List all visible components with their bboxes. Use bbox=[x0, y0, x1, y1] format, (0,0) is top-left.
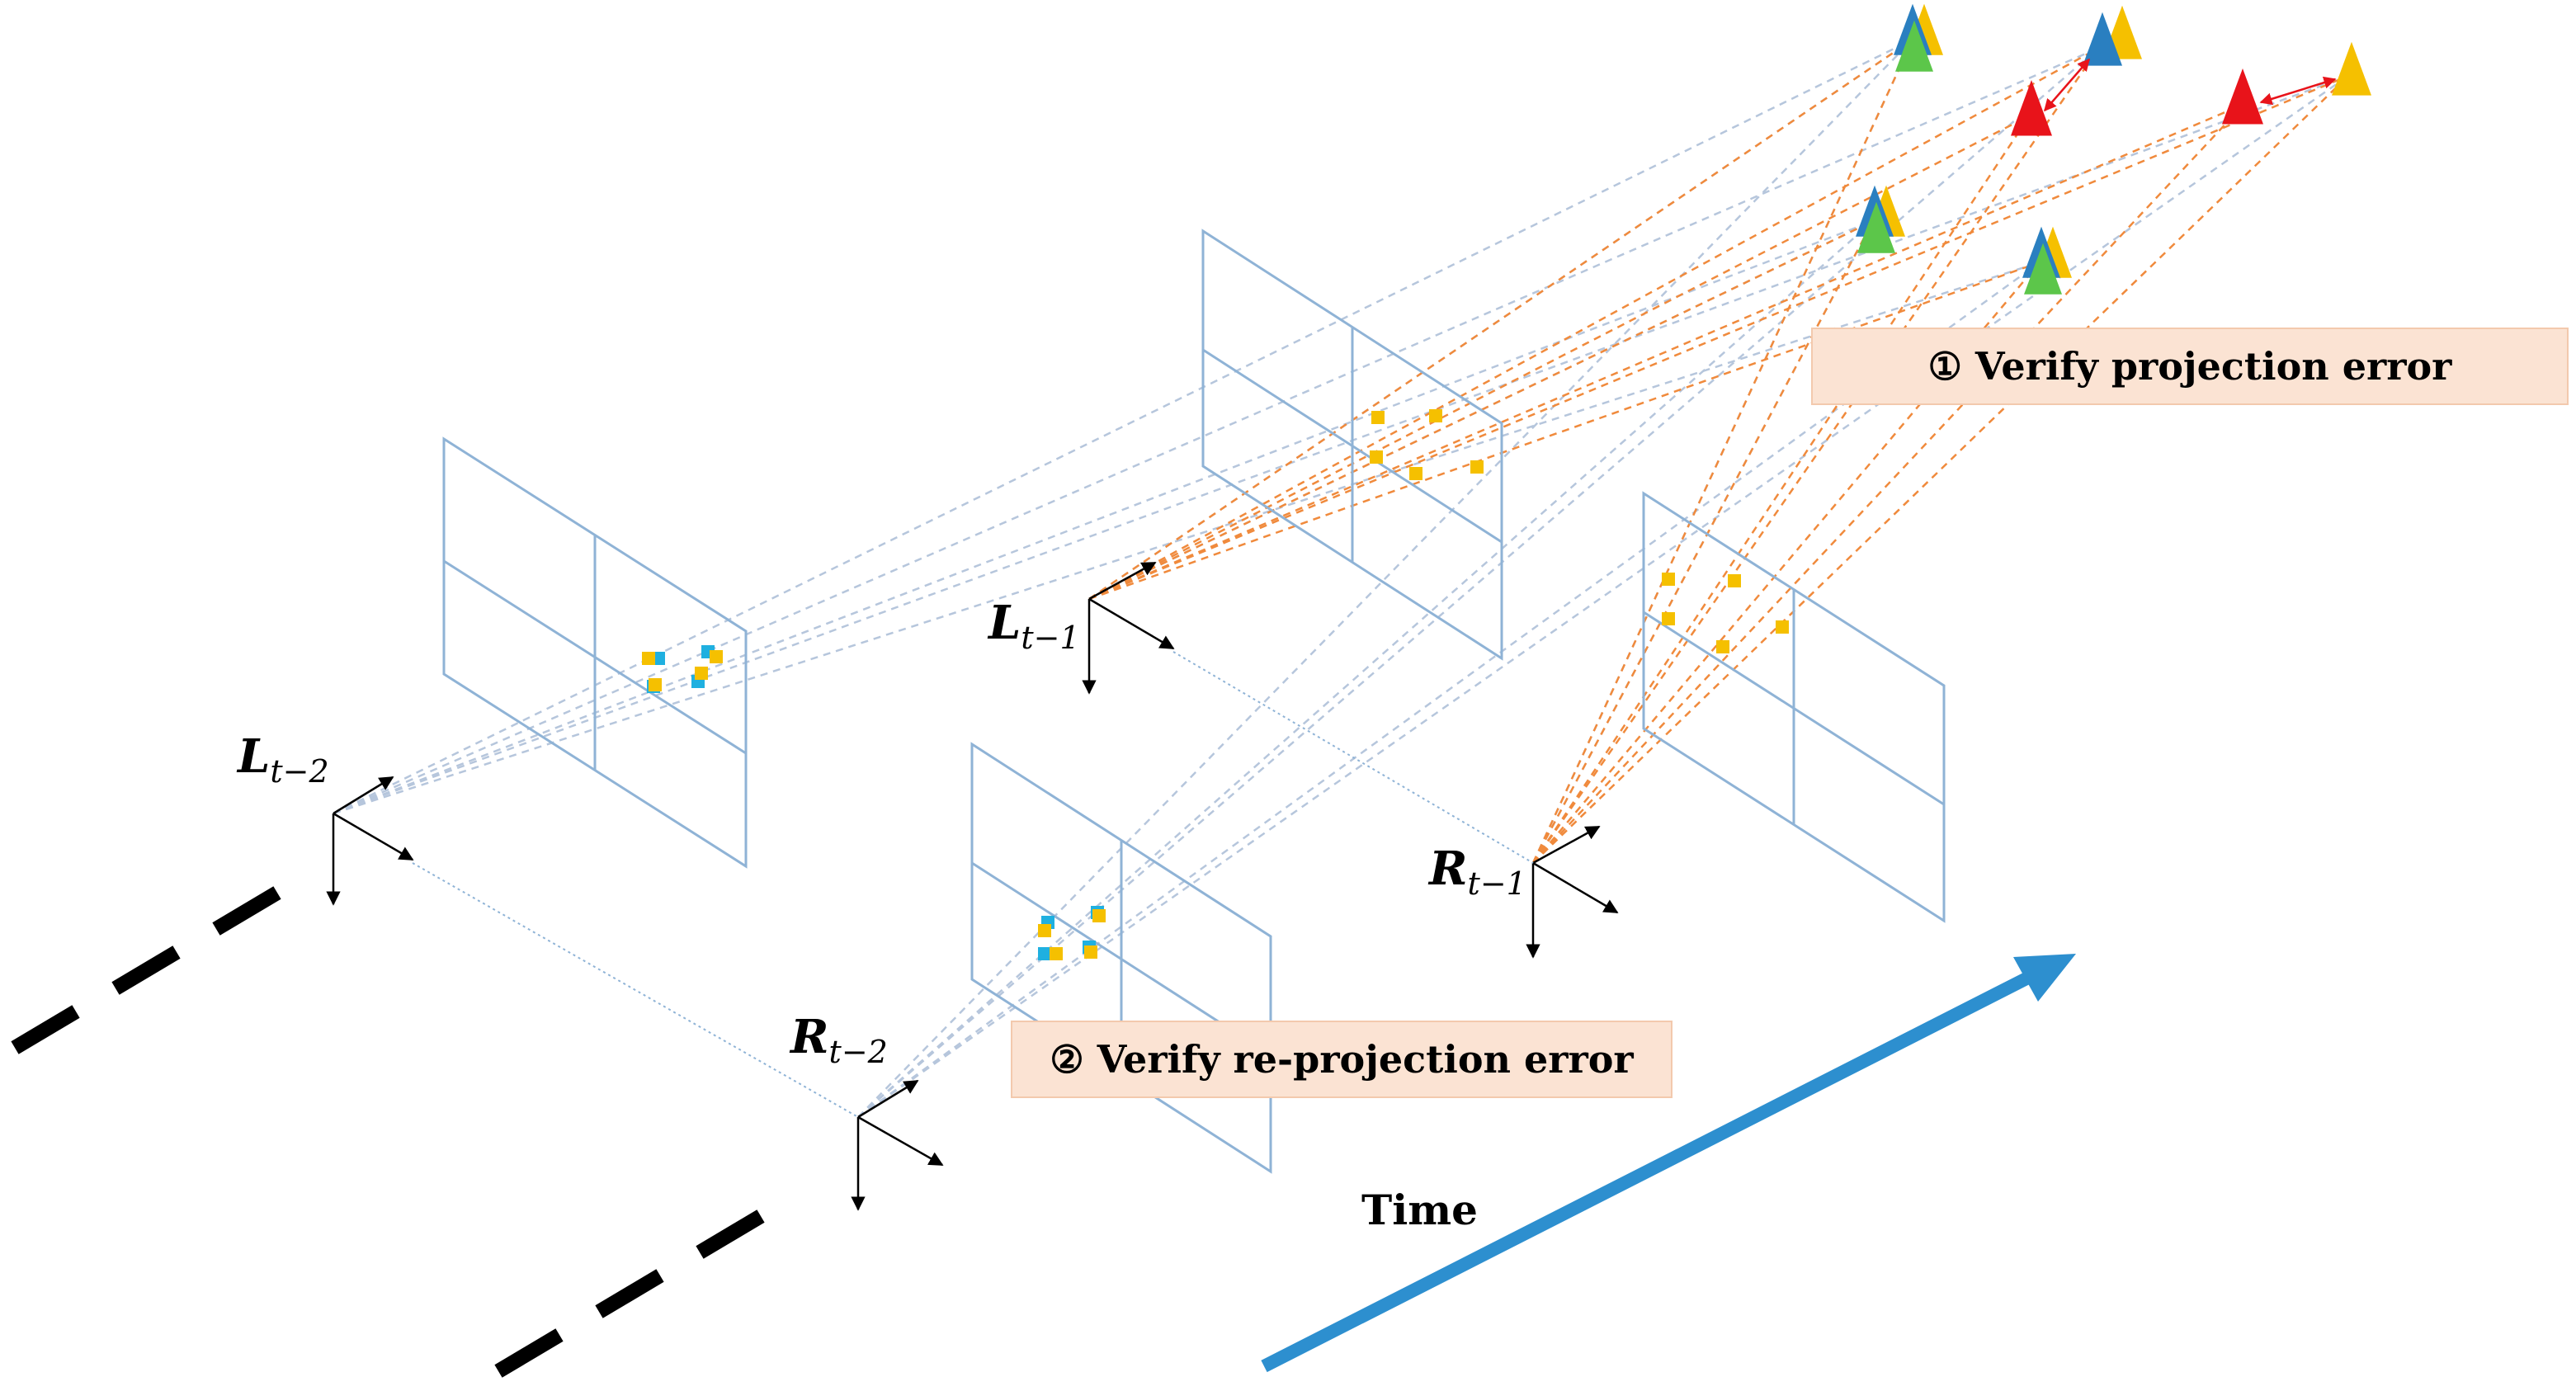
ray-previous-frame bbox=[857, 39, 1913, 1118]
time-label: Time bbox=[1361, 1186, 1478, 1234]
ray-previous-frame bbox=[333, 74, 2349, 815]
feature-point-yellow bbox=[1776, 620, 1789, 634]
feature-point-yellow bbox=[1716, 640, 1729, 653]
ray-current-frame bbox=[1088, 74, 2349, 601]
landmark-triangle-green bbox=[1857, 201, 1895, 253]
camera-label-R-t-1: Rt−1 bbox=[1427, 842, 1526, 902]
ray-current-frame bbox=[1088, 46, 2100, 601]
feature-point-yellow bbox=[1371, 411, 1385, 424]
feature-point-yellow bbox=[695, 667, 708, 680]
feature-point-yellow bbox=[1662, 612, 1675, 625]
ray-current-frame bbox=[1531, 115, 2031, 864]
callout-reprojection-text: ② Verify re-projection error bbox=[1050, 1037, 1634, 1082]
ray-previous-frame bbox=[333, 46, 2100, 815]
landmarks bbox=[1856, 3, 2371, 295]
feature-point-yellow bbox=[1050, 947, 1063, 960]
landmark-triangle-yellow bbox=[2332, 41, 2371, 96]
feature-point-yellow bbox=[1409, 467, 1422, 480]
landmark-triangle-green bbox=[1895, 20, 1933, 72]
ray-current-frame bbox=[1531, 220, 1875, 864]
landmark-triangle-red bbox=[2011, 80, 2052, 136]
feature-point-yellow bbox=[1370, 450, 1383, 464]
camera-trajectory bbox=[11, 886, 765, 1378]
feature-point-blue bbox=[1038, 947, 1051, 960]
camera-axes-R-t-1 bbox=[1526, 825, 1619, 959]
ray-current-frame bbox=[1532, 75, 2349, 864]
landmark-triangle-green bbox=[2024, 243, 2062, 295]
camera-axes-R-t-2 bbox=[851, 1079, 944, 1211]
image-plane-L-t-1 bbox=[1201, 229, 1503, 661]
ray-current-frame bbox=[1532, 103, 2245, 864]
projection-error-arrows bbox=[2044, 58, 2337, 112]
ray-current-frame bbox=[1088, 261, 2041, 601]
callout-projection-text: ① Verify projection error bbox=[1928, 344, 2453, 389]
feature-point-yellow bbox=[1429, 409, 1442, 422]
image-plane-R-t-2 bbox=[970, 742, 1272, 1174]
feature-point-yellow bbox=[710, 650, 723, 663]
ray-current-frame bbox=[1531, 47, 2101, 864]
ray-previous-frame bbox=[333, 38, 1913, 815]
stereo-baselines bbox=[412, 651, 1534, 1118]
feature-point-yellow bbox=[1470, 460, 1484, 474]
feature-point-yellow bbox=[1662, 573, 1675, 586]
callout-projection-error: ① Verify projection error bbox=[1811, 328, 2569, 405]
ray-previous-frame bbox=[333, 219, 1874, 815]
feature-point-yellow bbox=[1084, 945, 1097, 959]
callout-reprojection-error: ② Verify re-projection error bbox=[1011, 1021, 1673, 1098]
camera-label-L-t-2: Lt−2 bbox=[236, 729, 329, 790]
feature-point-yellow bbox=[1728, 574, 1741, 587]
camera-axes-L-t-2 bbox=[326, 776, 414, 906]
ray-current-frame bbox=[1088, 114, 2031, 601]
image-plane-L-t-2 bbox=[442, 436, 748, 869]
feature-point-yellow bbox=[1038, 924, 1051, 937]
ray-previous-frame bbox=[857, 220, 1874, 1118]
camera-label-R-t-2: Rt−2 bbox=[789, 1010, 888, 1070]
feature-points bbox=[642, 409, 1789, 960]
landmark-triangle-blue bbox=[2083, 12, 2122, 66]
feature-point-yellow bbox=[642, 652, 655, 665]
ray-previous-frame bbox=[333, 261, 2041, 815]
image-plane-R-t-1 bbox=[1642, 491, 1946, 923]
landmark-triangle-red bbox=[2222, 68, 2263, 125]
ray-current-frame bbox=[1088, 102, 2245, 601]
camera-axes-L-t-1 bbox=[1082, 561, 1175, 695]
feature-point-yellow bbox=[1092, 909, 1106, 922]
ray-current-frame bbox=[1531, 39, 1914, 864]
camera-label-L-t-1: Lt−1 bbox=[987, 596, 1080, 656]
time-arrow bbox=[1261, 954, 2076, 1373]
feature-point-yellow bbox=[649, 678, 662, 691]
